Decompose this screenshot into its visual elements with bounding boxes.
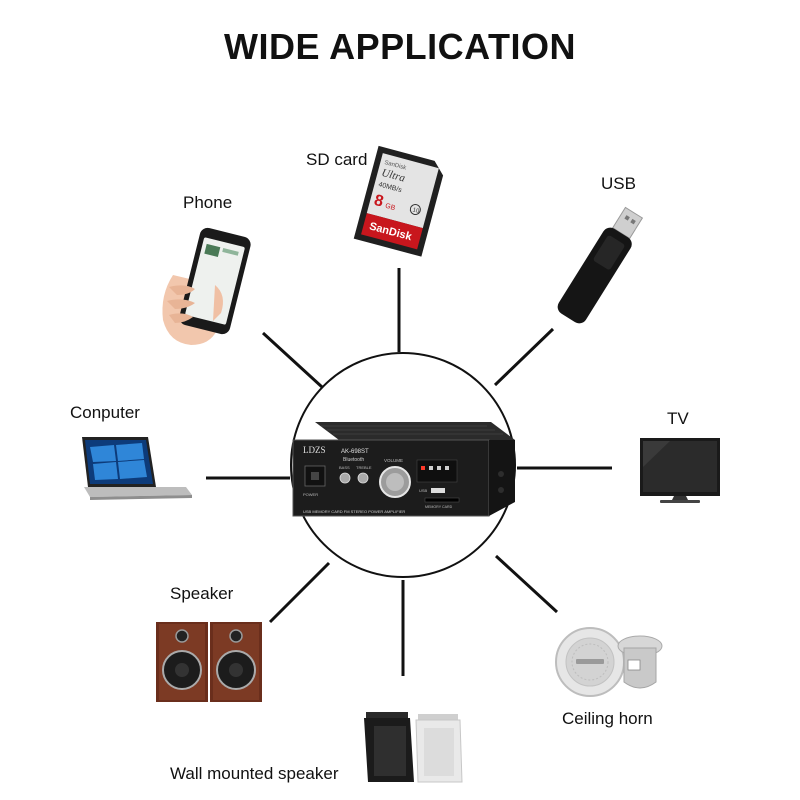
ceiling-speaker-icon: [555, 627, 663, 697]
amp-memory-card: MEMORY CARD: [425, 505, 453, 509]
label-tv: TV: [667, 409, 689, 428]
amp-bass: BASS: [339, 465, 350, 470]
label-usb: USB: [601, 174, 636, 193]
page-title: WIDE APPLICATION: [224, 26, 576, 67]
amp-usb: USB: [419, 488, 428, 493]
tv-icon: [640, 438, 720, 503]
amplifier-icon: LDZS AK-698ST Bluetooth POWER BASS TREBL…: [292, 422, 515, 517]
amp-model: AK-698ST: [341, 449, 369, 455]
label-wall-speaker: Wall mounted speaker: [170, 764, 339, 783]
sd-brand-small: SanDisk: [384, 160, 408, 172]
amp-treble: TREBLE: [356, 465, 372, 470]
amp-tagline: USB MEMORY CARD FM STEREO POWER AMPLIFIE…: [303, 509, 405, 514]
amp-power: POWER: [303, 492, 318, 497]
connector-usb: [493, 327, 555, 387]
amp-brand: LDZS: [303, 445, 326, 455]
label-phone: Phone: [183, 193, 233, 212]
connector-speaker: [268, 561, 331, 624]
wall-speaker-icon: [364, 712, 463, 783]
phone-icon: [162, 227, 251, 345]
sd-class: 10: [412, 207, 421, 215]
amp-volume: VOLUME: [384, 458, 403, 463]
label-sd-card: SD card: [306, 150, 368, 169]
label-ceiling-horn: Ceiling horn: [562, 709, 653, 728]
connector-ceiling: [494, 554, 559, 614]
speaker-pair-icon: [156, 622, 262, 702]
usb-drive-icon: [557, 206, 644, 324]
label-speaker: Speaker: [170, 584, 234, 603]
laptop-icon: [82, 437, 192, 500]
connector-phone: [261, 331, 324, 389]
sd-capacity: 8: [372, 192, 385, 211]
amp-bluetooth: Bluetooth: [343, 457, 364, 463]
sd-card-icon: SanDisk Ultra 40MB/s 8 GB 10 SanDisk: [353, 145, 444, 257]
sd-unit: GB: [384, 203, 396, 212]
label-computer: Conputer: [70, 403, 140, 422]
